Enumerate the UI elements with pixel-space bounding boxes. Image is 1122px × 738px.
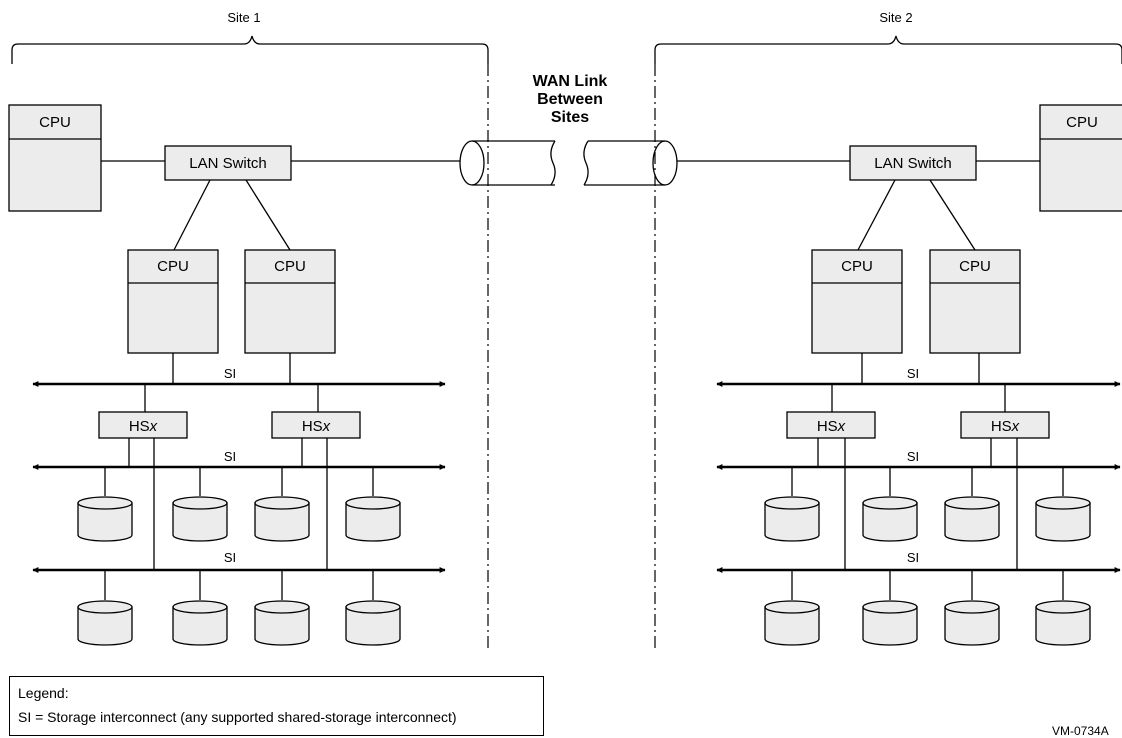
svg-text:HSx: HSx — [129, 418, 158, 435]
site1-brace — [11, 35, 489, 64]
lan-switch: LAN Switch — [164, 145, 292, 181]
svg-text:SI: SI — [224, 449, 236, 464]
cpu-node: CPU — [8, 104, 102, 212]
hsx-controller: HSx — [98, 411, 188, 439]
disk-icon — [862, 496, 918, 542]
cpu-node: CPU — [811, 249, 903, 354]
svg-text:SI: SI — [907, 449, 919, 464]
svg-text:HSx: HSx — [302, 418, 331, 435]
svg-text:LAN Switch: LAN Switch — [874, 155, 952, 172]
figure-id: VM-0734A — [1052, 724, 1109, 738]
disk-icon — [944, 600, 1000, 646]
svg-text:CPU: CPU — [39, 114, 71, 131]
disk-icon — [172, 600, 228, 646]
disk-icon — [764, 496, 820, 542]
wan-label-line1: WAN Link — [533, 73, 608, 90]
wan-label-line2: Between — [537, 91, 603, 108]
svg-text:CPU: CPU — [157, 258, 189, 275]
site1-label: Site 1 — [227, 10, 260, 25]
svg-text:SI: SI — [907, 550, 919, 565]
disk-icon — [944, 496, 1000, 542]
disk-icon — [254, 496, 310, 542]
site1-network: CPU LAN Switch CPU CPU SI — [8, 104, 460, 646]
svg-text:CPU: CPU — [841, 258, 873, 275]
legend-box: Legend: SI = Storage interconnect (any s… — [9, 676, 544, 736]
hsx-controller: HSx — [271, 411, 361, 439]
svg-text:SI: SI — [907, 366, 919, 381]
site2-brace — [654, 35, 1122, 64]
svg-text:LAN Switch: LAN Switch — [189, 155, 267, 172]
lan-switch: LAN Switch — [849, 145, 977, 181]
disk-icon — [345, 496, 401, 542]
site2-label: Site 2 — [879, 10, 912, 25]
wan-label-line3: Sites — [551, 109, 589, 126]
disk-icon — [77, 600, 133, 646]
hsx-controller: HSx — [960, 411, 1050, 439]
disk-icon — [1035, 600, 1091, 646]
cpu-node: CPU — [1039, 104, 1122, 212]
disk-icon — [254, 600, 310, 646]
cpu-node: CPU — [929, 249, 1021, 354]
svg-text:CPU: CPU — [1066, 114, 1098, 131]
disk-icon — [862, 600, 918, 646]
wan-cable — [459, 140, 678, 186]
svg-text:SI: SI — [224, 366, 236, 381]
site2-network: LAN Switch CPU CPU CPU SI HSx — [677, 104, 1122, 646]
svg-text:HSx: HSx — [817, 418, 846, 435]
cpu-node: CPU — [127, 249, 219, 354]
svg-text:HSx: HSx — [991, 418, 1020, 435]
disk-icon — [1035, 496, 1091, 542]
legend-entry: SI = Storage interconnect (any supported… — [18, 709, 457, 725]
svg-text:CPU: CPU — [959, 258, 991, 275]
disk-icon — [345, 600, 401, 646]
disk-icon — [764, 600, 820, 646]
legend-title: Legend: — [18, 685, 69, 701]
disk-icon — [172, 496, 228, 542]
disk-icon — [77, 496, 133, 542]
hsx-controller: HSx — [786, 411, 876, 439]
cpu-node: CPU — [244, 249, 336, 354]
svg-text:CPU: CPU — [274, 258, 306, 275]
svg-text:SI: SI — [224, 550, 236, 565]
